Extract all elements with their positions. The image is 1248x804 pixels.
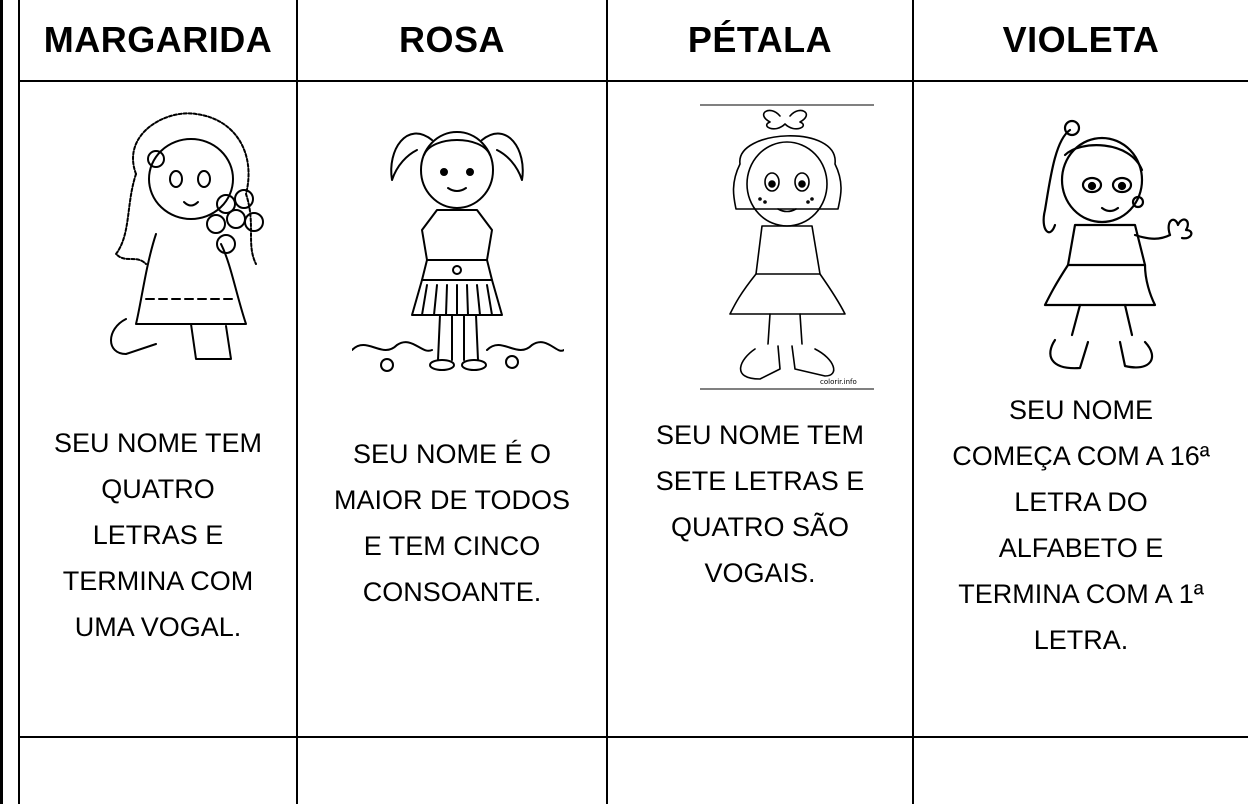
girl-with-freckles-icon: colorir.info	[700, 104, 874, 390]
girl-with-pigtails-icon	[352, 110, 564, 380]
answer-cell-petala[interactable]	[608, 738, 912, 804]
clue-rosa: SEU NOME É O MAIOR DE TODOS E TEM CINCO …	[298, 431, 606, 615]
column-divider	[296, 0, 298, 804]
clue-line: UMA VOGAL.	[74, 612, 242, 642]
clue-line: SETE LETRAS E	[655, 466, 865, 496]
clue-line: LETRA.	[1033, 625, 1129, 655]
clue-line: COMEÇA COM A 16ª	[952, 441, 1210, 471]
clue-line: LETRAS E	[92, 520, 224, 550]
clue-line: TERMINA COM A 1ª	[958, 579, 1204, 609]
image-caption: colorir.info	[820, 378, 857, 386]
table-border-inner-left	[18, 0, 20, 804]
clue-line: TERMINA COM	[62, 566, 254, 596]
clue-line: QUATRO SÃO	[670, 512, 850, 542]
girl-holding-flower-icon	[1010, 110, 1198, 378]
clue-line: QUATRO	[101, 474, 215, 504]
column-header-margarida: MARGARIDA	[43, 19, 273, 60]
column-divider	[606, 0, 608, 804]
table-border-left	[0, 0, 3, 804]
clue-line: E TEM CINCO	[363, 531, 541, 561]
clue-line: LETRA DO	[1014, 487, 1148, 517]
clue-line: SEU NOME TEM	[53, 428, 263, 458]
answer-cell-violeta[interactable]	[914, 738, 1248, 804]
answer-cell-margarida[interactable]	[20, 738, 296, 804]
column-divider	[912, 0, 914, 804]
clue-line: SEU NOME TEM	[655, 420, 865, 450]
clue-line: MAIOR DE TODOS	[333, 485, 571, 515]
clue-line: CONSOANTE.	[362, 577, 542, 607]
row-divider	[18, 736, 1248, 738]
clue-line: ALFABETO E	[998, 533, 1164, 563]
clue-violeta: SEU NOME COMEÇA COM A 16ª LETRA DO ALFAB…	[914, 387, 1248, 663]
answer-cell-rosa[interactable]	[298, 738, 606, 804]
clue-line: SEU NOME	[1008, 395, 1154, 425]
column-header-violeta: VIOLETA	[1002, 19, 1160, 60]
girl-with-flower-bouquet-icon	[96, 104, 286, 370]
column-header-petala: PÉTALA	[687, 19, 833, 60]
header-row-divider	[18, 80, 1248, 82]
clue-line: VOGAIS.	[704, 558, 816, 588]
clue-line: SEU NOME É O	[352, 439, 552, 469]
clue-petala: SEU NOME TEM SETE LETRAS E QUATRO SÃO VO…	[608, 412, 912, 596]
column-header-rosa: ROSA	[398, 19, 505, 60]
clue-margarida: SEU NOME TEM QUATRO LETRAS E TERMINA COM…	[20, 420, 296, 650]
